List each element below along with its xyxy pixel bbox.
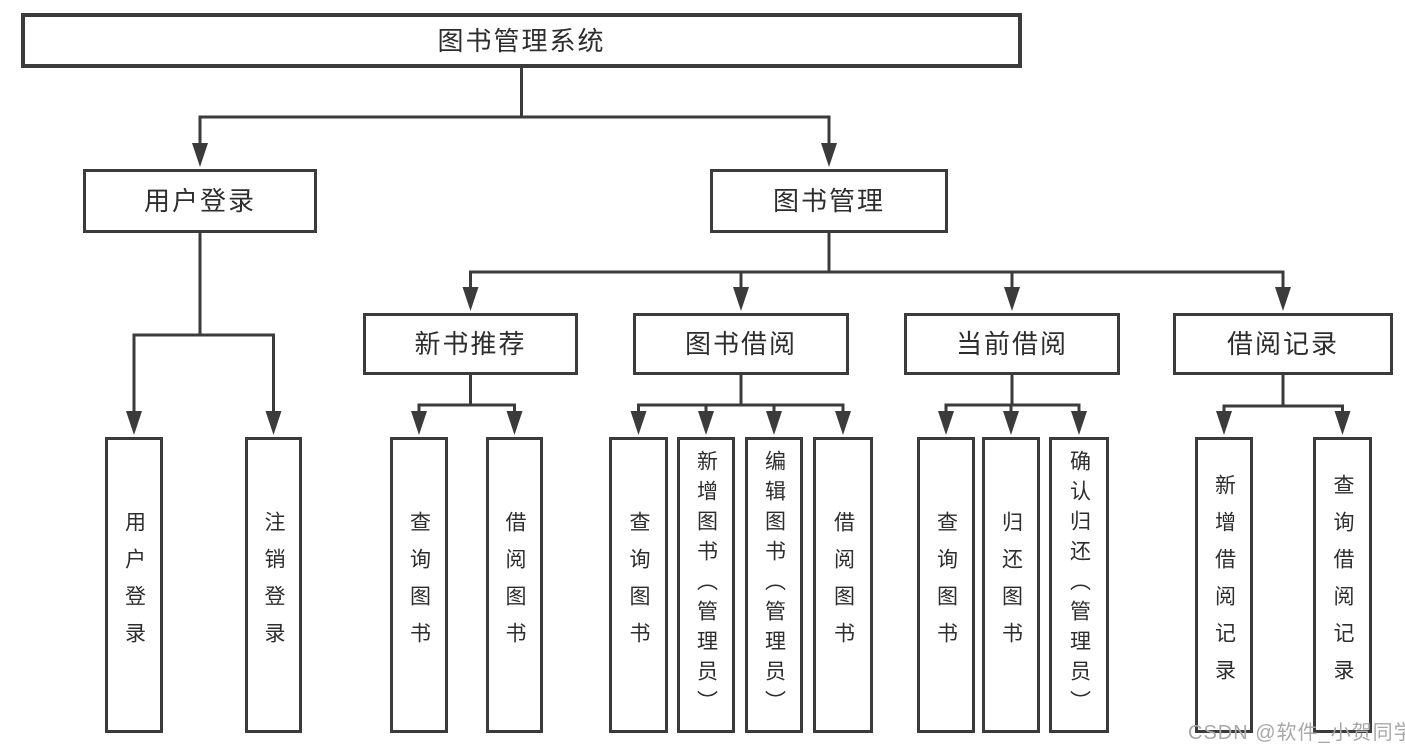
- node-label-bb-edit: 编辑图书（管理员）: [762, 450, 786, 720]
- node-book-mgmt: 图书管理: [710, 169, 948, 233]
- node-bb-query: 查询图书: [609, 437, 668, 733]
- node-cb-confirm: 确认归还（管理员）: [1049, 437, 1109, 733]
- node-label-new-rec: 新书推荐: [414, 329, 527, 359]
- node-user-login: 用户登录: [83, 169, 317, 233]
- watermark: CSDN @软件_小贺同学: [1188, 722, 1405, 744]
- node-borrow-rec: 借阅记录: [1173, 313, 1393, 375]
- node-cb-query: 查询图书: [917, 437, 975, 733]
- node-label-br-add: 新增借阅记录: [1212, 474, 1236, 696]
- node-book-borrow: 图书借阅: [633, 313, 849, 375]
- node-label-bb-add: 新增图书（管理员）: [694, 450, 718, 720]
- arrowhead-icon: [938, 411, 954, 435]
- arrowhead-icon: [733, 287, 749, 311]
- node-leaf-logout: 注销登录: [245, 437, 302, 733]
- node-label-root: 图书管理系统: [437, 25, 606, 56]
- node-nr-query: 查询图书: [390, 437, 448, 733]
- node-label-book-mgmt: 图书管理: [772, 186, 885, 216]
- node-nr-borrow: 借阅图书: [486, 437, 543, 733]
- arrowhead-icon: [766, 411, 782, 435]
- node-bb-borrow: 借阅图书: [813, 437, 873, 733]
- node-leaf-login: 用户登录: [105, 437, 163, 733]
- arrowhead-icon: [506, 411, 523, 435]
- arrowhead-icon: [1004, 287, 1020, 311]
- arrowhead-icon: [1275, 287, 1291, 311]
- arrowhead-icon: [835, 411, 851, 435]
- arrowhead-icon: [126, 411, 142, 435]
- node-label-cb-confirm: 确认归还（管理员）: [1067, 450, 1091, 720]
- node-label-book-borrow: 图书借阅: [684, 329, 797, 359]
- arrowhead-icon: [411, 411, 427, 435]
- arrowhead-icon: [698, 411, 714, 435]
- node-label-br-query: 查询借阅记录: [1331, 474, 1354, 696]
- arrowhead-icon: [1334, 411, 1351, 435]
- arrowhead-icon: [1216, 411, 1232, 435]
- arrowhead-icon: [462, 287, 479, 311]
- node-br-add: 新增借阅记录: [1195, 437, 1253, 733]
- node-label-nr-query: 查询图书: [407, 511, 431, 659]
- node-label-cb-query: 查询图书: [934, 511, 958, 659]
- node-new-rec: 新书推荐: [363, 313, 578, 375]
- node-label-cb-return: 归还图书: [999, 511, 1023, 659]
- node-label-leaf-login: 用户登录: [122, 511, 146, 659]
- node-bb-add: 新增图书（管理员）: [677, 437, 735, 733]
- node-label-cur-borrow: 当前借阅: [955, 329, 1068, 359]
- node-label-bb-query: 查询图书: [627, 511, 650, 659]
- node-cb-return: 归还图书: [982, 437, 1040, 733]
- node-cur-borrow: 当前借阅: [904, 313, 1120, 375]
- arrowhead-icon: [265, 411, 282, 435]
- arrowhead-icon: [821, 143, 837, 167]
- arrowhead-icon: [1003, 411, 1019, 435]
- node-label-borrow-rec: 借阅记录: [1226, 329, 1339, 359]
- node-br-query: 查询借阅记录: [1313, 437, 1372, 733]
- node-bb-edit: 编辑图书（管理员）: [745, 437, 803, 733]
- node-label-user-login: 用户登录: [143, 186, 256, 216]
- node-label-leaf-logout: 注销登录: [262, 511, 285, 659]
- arrowhead-icon: [1071, 411, 1087, 435]
- arrowhead-icon: [630, 411, 647, 435]
- node-label-nr-borrow: 借阅图书: [503, 511, 526, 659]
- node-label-bb-borrow: 借阅图书: [831, 511, 855, 659]
- arrowhead-icon: [192, 143, 208, 167]
- node-root: 图书管理系统: [21, 13, 1022, 68]
